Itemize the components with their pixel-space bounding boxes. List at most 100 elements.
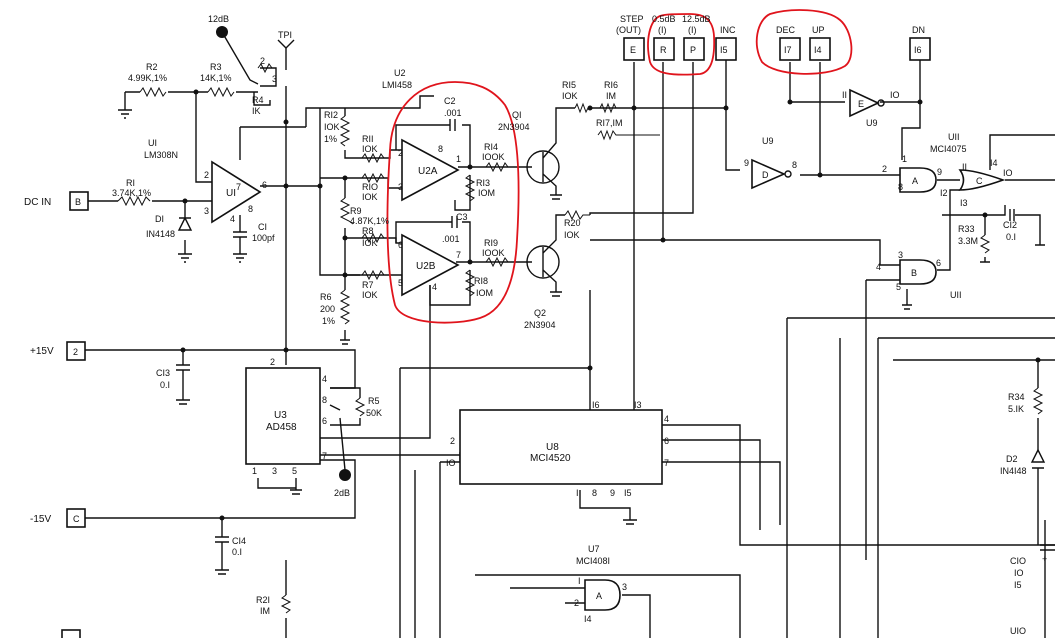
label-c10v: IO [1014, 568, 1024, 578]
label-dc-in: DC IN [24, 197, 51, 208]
inverter-u9d [751, 158, 786, 190]
label-u11b-pin5: 5 [896, 282, 901, 292]
label-r15: RI5 [562, 80, 576, 90]
label-r13: RI3 [476, 178, 490, 188]
label-u11c-pin11: II [962, 162, 967, 172]
label-d1: DI [155, 214, 164, 224]
label-pin-p: P [690, 45, 696, 55]
label-d1v: IN4148 [146, 229, 175, 239]
label-05db: 0.5dB [652, 14, 676, 24]
label-pin-c: C [73, 514, 80, 524]
label-u3: U3 [274, 410, 287, 421]
label-u10: UIO [1010, 626, 1026, 636]
label-c3: C3 [456, 212, 468, 222]
ic-u3 [245, 367, 321, 465]
label-u8-pin9: 9 [610, 488, 615, 498]
pin-15-box [715, 37, 737, 61]
label-r3: R3 [210, 62, 222, 72]
label-gate-d: D [762, 170, 769, 180]
label-r4v: IK [252, 106, 261, 116]
label-u11: UII [948, 132, 960, 142]
label-u7-pin3: 3 [622, 582, 627, 592]
label-u2b: LMI458 [382, 80, 412, 90]
inverter-u9e [849, 88, 880, 118]
wires [85, 31, 1055, 638]
label-u2a-body: U2A [418, 166, 438, 177]
label-r20: R20 [564, 218, 581, 228]
label-u7-pin2: 2 [574, 598, 579, 608]
junctions [180, 26, 1041, 521]
resistor-r14 [485, 161, 509, 173]
pin-b-box [69, 191, 89, 211]
label-u11a-pin8: 8 [898, 182, 903, 192]
pin-2-box [66, 341, 86, 361]
label-u2a-pin8: 8 [438, 144, 443, 154]
label-c12v: 0.I [1006, 232, 1016, 242]
label-u11a-pin9: 9 [937, 167, 942, 177]
label-r13v: IOM [478, 188, 495, 198]
label-u2b-pin6: 6 [398, 240, 403, 250]
resistor-r33 [979, 234, 991, 254]
label-u1-pin4: 4 [230, 214, 235, 224]
resistor-r1 [117, 195, 151, 207]
label-c13: CI3 [156, 368, 170, 378]
label-u1: UI [226, 188, 236, 199]
label-c1v: 100pf [252, 233, 275, 243]
resistor-r17 [597, 129, 660, 141]
label-r10: RIO [362, 182, 378, 192]
test-point-2db [339, 469, 351, 481]
label-r16v: IM [606, 91, 616, 101]
label-r10v: IOK [362, 192, 378, 202]
label-r16: RI6 [604, 80, 618, 90]
resistor-r21 [280, 594, 292, 614]
resistor-r5 [354, 397, 366, 417]
label-r12p: 1% [324, 134, 337, 144]
label-d2v: IN4I48 [1000, 466, 1027, 476]
label-gate-a7: A [596, 591, 602, 601]
label-u7-pin1: I [578, 576, 581, 586]
pin-17-box [779, 37, 801, 61]
resistor-r8 [361, 232, 385, 244]
label-u8-pin2: 2 [450, 436, 455, 446]
label-r34: R34 [1008, 392, 1025, 402]
pin-16-box [909, 37, 931, 61]
pin-bottom-box [61, 629, 81, 638]
label-u3-pin8: 8 [322, 395, 327, 405]
resistor-r34 [1032, 387, 1044, 415]
label-u9a: U9 [866, 118, 878, 128]
label-u11b-pin3: 3 [898, 250, 903, 260]
resistor-r10 [361, 172, 385, 184]
label-r6v: 200 [320, 304, 335, 314]
red-annotations [386, 9, 853, 324]
label-u2a-pin2: 2 [398, 148, 403, 158]
label-u1a: UI [148, 138, 157, 148]
label-c2: C2 [444, 96, 456, 106]
label-pin-17: I7 [784, 45, 792, 55]
label-r1v: 3.74K,1% [112, 188, 151, 198]
label-r8v: IOK [362, 238, 378, 248]
label-c10v2: I5 [1014, 580, 1022, 590]
label-u3-pin4: 4 [322, 374, 327, 384]
label-u3-pin5: 5 [292, 466, 297, 476]
label-u9b: U9 [762, 136, 774, 146]
label-u11a-pin1: 1 [902, 154, 907, 164]
test-point-12db [216, 26, 228, 38]
label-u2b-body: U2B [416, 261, 436, 272]
label-u8-pin15: I5 [624, 488, 632, 498]
label-r11: RII [362, 134, 374, 144]
label-inc: INC [720, 25, 736, 35]
resistors [117, 63, 1044, 614]
label-r34v: 5.IK [1008, 404, 1024, 414]
label-u1b: LM308N [144, 150, 178, 160]
label-u9d-pin9: 9 [744, 158, 749, 168]
label-pin-2: 2 [73, 347, 78, 357]
label-r4-pin3: 3 [272, 74, 277, 84]
label-c13v: 0.I [160, 380, 170, 390]
label-u2b-pin7: 7 [456, 250, 461, 260]
label-gate-a: A [912, 176, 918, 186]
label-dn: DN [912, 25, 925, 35]
pin-p-box [683, 37, 705, 61]
label-r6: R6 [320, 292, 332, 302]
label-r7: R7 [362, 280, 374, 290]
label-pin-15: I5 [720, 45, 728, 55]
